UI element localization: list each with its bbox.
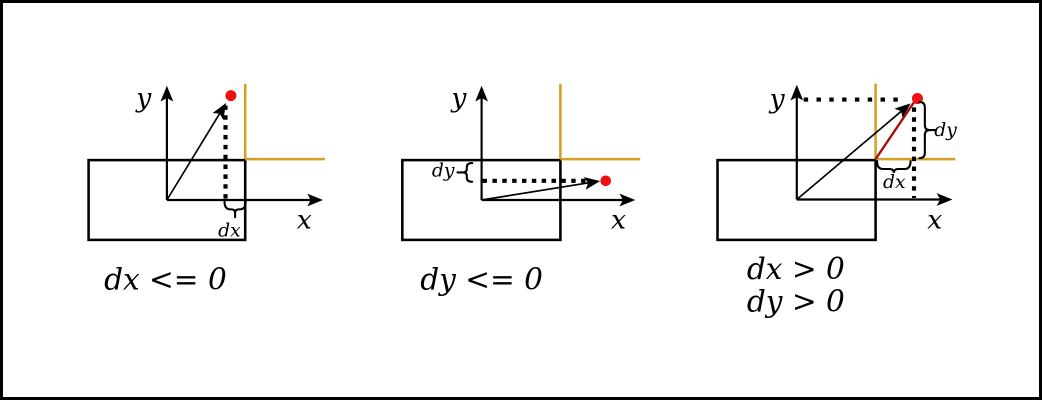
velocity-vector bbox=[166, 103, 227, 201]
dx-measure-label: dx bbox=[218, 220, 241, 241]
target-point bbox=[600, 175, 612, 187]
dy-measure-label: dy bbox=[432, 160, 455, 181]
y-axis-label: y bbox=[450, 82, 467, 113]
x-axis-label: x bbox=[297, 205, 312, 236]
dy-brace bbox=[456, 162, 474, 183]
panel-dx-dy-gt-0: y x dy dx dx > 0 dy > 0 bbox=[716, 83, 957, 318]
velocity-vector bbox=[796, 103, 911, 201]
y-axis-label: y bbox=[769, 83, 786, 114]
velocity-vector bbox=[481, 177, 601, 201]
dy-brace bbox=[918, 100, 937, 160]
panel-dx-le-0: y x dx dx <= 0 bbox=[87, 82, 325, 297]
x-axis-label: x bbox=[927, 205, 942, 236]
dy-measure-label: dy bbox=[934, 120, 957, 141]
panel-caption: dy <= 0 bbox=[420, 263, 543, 297]
diagram-svg: y x dx dx <= 0 y x dy dy <= 0 bbox=[87, 82, 957, 318]
x-axis-label: x bbox=[611, 205, 626, 236]
dx-measure-label: dx bbox=[883, 172, 906, 193]
dx-brace bbox=[223, 200, 247, 219]
dx-brace bbox=[876, 160, 912, 173]
panel-caption: dx <= 0 bbox=[104, 263, 227, 297]
y-axis-label: y bbox=[135, 82, 152, 113]
panel-caption-line1: dx > 0 bbox=[747, 252, 845, 286]
target-point bbox=[225, 90, 237, 102]
panel-caption-line2: dy > 0 bbox=[747, 284, 845, 318]
panel-dy-le-0: y x dy dy <= 0 bbox=[401, 82, 641, 297]
corner-to-point-segment bbox=[874, 100, 916, 160]
